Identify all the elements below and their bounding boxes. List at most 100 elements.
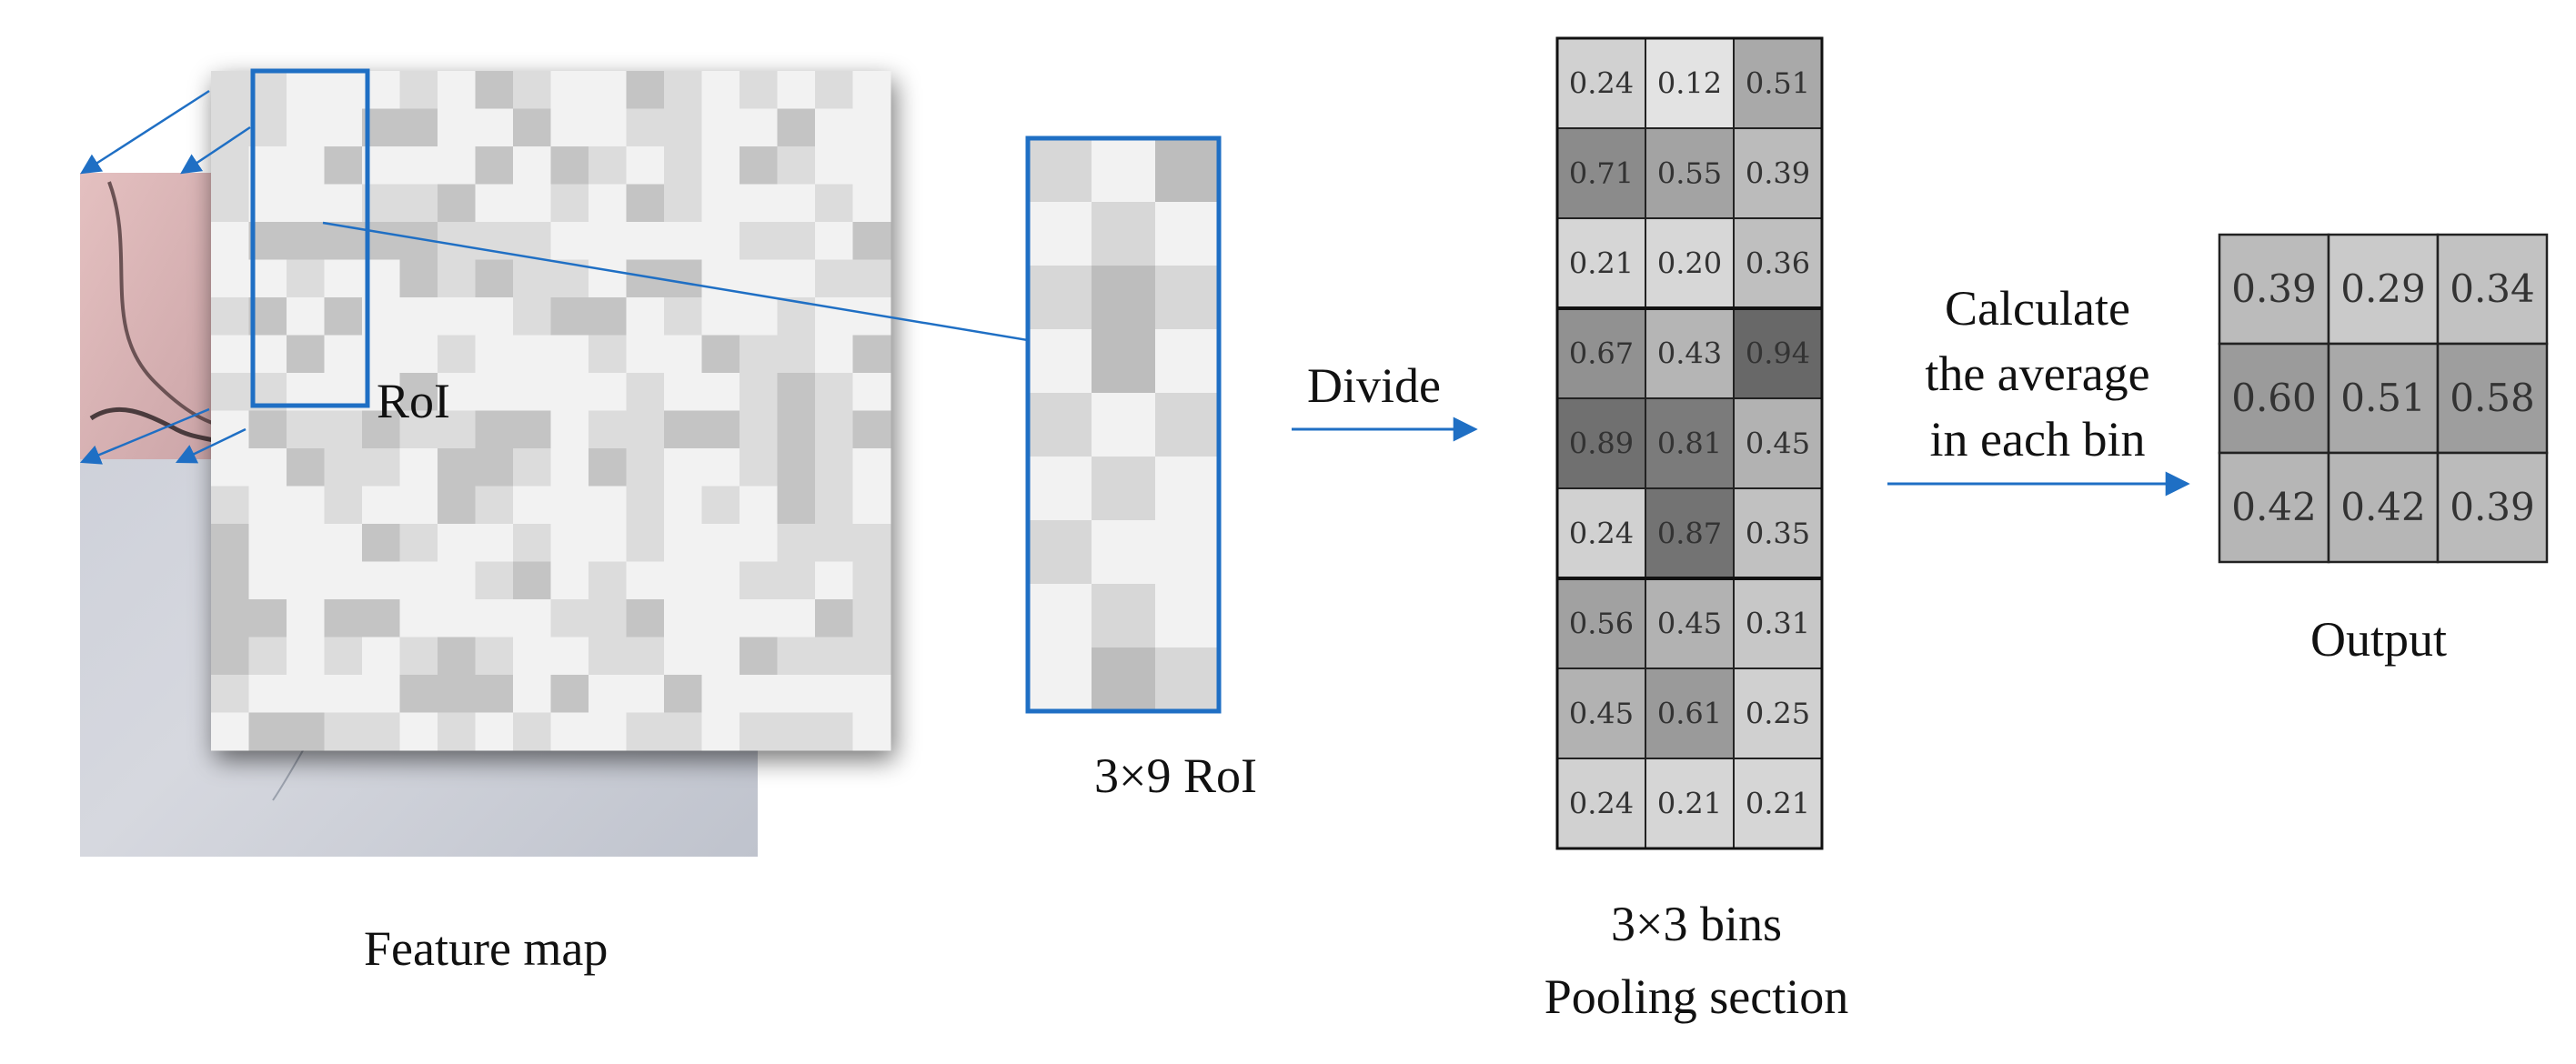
feature-map-cell [324, 637, 363, 676]
feature-map-cell [852, 410, 891, 449]
pool-cell-value: 0.12 [1657, 66, 1722, 101]
feature-map-cell [852, 448, 891, 487]
feature-map-cell [589, 637, 627, 676]
feature-map-cell [740, 675, 778, 713]
feature-map-cell [777, 373, 816, 411]
pool-cell [1733, 577, 1823, 669]
feature-map-cell [626, 637, 665, 676]
feature-map-cell [664, 637, 702, 676]
feature-map-cell [777, 108, 816, 147]
roi-cell [1028, 457, 1092, 521]
feature-map-cell [513, 410, 551, 449]
feature-map-cell [399, 524, 438, 562]
feature-map-cell [777, 561, 816, 600]
feature-map-cell [777, 410, 816, 449]
feature-map-cell [626, 108, 665, 147]
pool-cell-value: 0.24 [1569, 787, 1634, 821]
feature-map-cell [740, 297, 778, 336]
pool-cell [1645, 758, 1735, 849]
feature-map-cell [664, 108, 702, 147]
feature-map-cell [550, 410, 589, 449]
extracted-roi-border [1025, 136, 1222, 714]
extracted-roi-grid [1028, 138, 1220, 712]
feature-map-cell [589, 297, 627, 336]
feature-map-cell [324, 146, 363, 185]
output-cell-value: 0.42 [2340, 485, 2426, 529]
projection-line [80, 89, 210, 175]
feature-map-cell [740, 71, 778, 109]
pool-cell [1733, 127, 1823, 219]
feature-map-cell [475, 524, 514, 562]
feature-map-cell [777, 222, 816, 260]
feature-map-cell [550, 71, 589, 109]
feature-map-cell [324, 410, 363, 449]
feature-map-cell [475, 71, 514, 109]
feature-map-cell [664, 712, 702, 751]
feature-map-cell [852, 373, 891, 411]
feature-map-cell [513, 486, 551, 525]
feature-map-cell [248, 524, 287, 562]
projection-line [79, 407, 210, 465]
feature-map-cell [438, 410, 476, 449]
feature-map-label: Feature map [364, 921, 609, 976]
output-cell [2327, 451, 2440, 564]
output-cell-value: 0.58 [2450, 376, 2535, 420]
pool-cell-value: 0.71 [1569, 156, 1634, 191]
feature-map-cell [475, 297, 514, 336]
pool-cell [1645, 668, 1735, 759]
feature-map-cell [211, 71, 249, 109]
feature-map-cell [438, 259, 476, 298]
feature-map-cell [701, 71, 740, 109]
feature-map-cell [626, 71, 665, 109]
feature-map-cell [777, 637, 816, 676]
feature-map-cell [852, 222, 891, 260]
roi-cell [1155, 457, 1220, 521]
feature-map-cell [211, 335, 249, 374]
roi-3x9-label: 3×9 RoI [1094, 748, 1257, 803]
output-cell-value: 0.29 [2340, 266, 2426, 311]
feature-map-cell [399, 561, 438, 600]
feature-map-roi-box [250, 68, 370, 408]
feature-map-cell [399, 259, 438, 298]
feature-map-cell [399, 410, 438, 449]
feature-map-cell [664, 259, 702, 298]
feature-map-cell [740, 335, 778, 374]
pool-cell-value: 0.36 [1746, 246, 1810, 281]
feature-map-cell [438, 712, 476, 751]
feature-map-cell [399, 297, 438, 336]
pool-outer-border [1555, 36, 1824, 850]
feature-map-cell [589, 712, 627, 751]
feature-map-cell [475, 373, 514, 411]
feature-map-cell [664, 184, 702, 223]
feature-map-cell [324, 712, 363, 751]
feature-map-cell [438, 637, 476, 676]
feature-map-cell [740, 712, 778, 751]
feature-map-cell [513, 448, 551, 487]
feature-map-cell [626, 297, 665, 336]
feature-map-cell [589, 335, 627, 374]
feature-map-cell [626, 184, 665, 223]
feature-map-cell [362, 599, 400, 637]
output-cell [2436, 342, 2549, 455]
pool-cell-value: 0.45 [1569, 697, 1634, 731]
feature-map-cell [664, 71, 702, 109]
feature-map-cell [664, 297, 702, 336]
pool-cell [1556, 577, 1646, 669]
feature-map-cell [324, 524, 363, 562]
feature-map-cell [815, 637, 853, 676]
feature-map-cell [701, 637, 740, 676]
feature-map-cell [626, 599, 665, 637]
feature-map-cell [589, 108, 627, 147]
feature-map-cell [513, 108, 551, 147]
feature-map-cell [550, 222, 589, 260]
bins-label: 3×3 bins [1611, 897, 1782, 951]
feature-map-cell [399, 486, 438, 525]
feature-map-cell [324, 71, 363, 109]
feature-map-cell [399, 146, 438, 185]
feature-map-cell [475, 410, 514, 449]
feature-map-cell [438, 448, 476, 487]
feature-map-cell [211, 184, 249, 223]
feature-map-cell [550, 637, 589, 676]
feature-map-cell [626, 448, 665, 487]
